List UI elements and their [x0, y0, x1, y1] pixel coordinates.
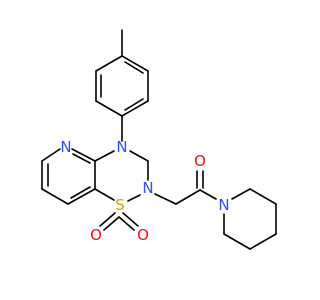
atom-n-piperidine: N: [218, 196, 229, 214]
bond-pyr-c4-c4a: [67, 188, 96, 205]
bond-pip-5: [249, 188, 277, 205]
bond-s-o-left-1: [99, 212, 116, 227]
atom-s-sulfonyl: S: [115, 196, 125, 214]
bond-pip-2: [223, 233, 251, 250]
atom-o-sulfonyl-left: O: [90, 226, 102, 244]
atom-o-sulfonyl-right: O: [137, 226, 149, 244]
atom-labels: N N N S O O O N: [60, 138, 229, 244]
bond-benzene-double-b: [124, 98, 144, 111]
bond-pip-3: [249, 233, 277, 250]
bond-ch2-carbonyl: [175, 189, 201, 205]
bonds: [41, 29, 277, 250]
bond-s-c4a: [94, 188, 115, 201]
bond-s-o-right-1: [118, 216, 135, 231]
bond-pyr-c3-c4: [41, 188, 69, 205]
bond-benzene-6: [121, 55, 149, 72]
atom-o-carbonyl: O: [194, 152, 206, 170]
bond-s-o-left-2: [103, 216, 120, 231]
bond-pyr-n-c2: [41, 148, 61, 162]
atom-n-ring: N: [116, 138, 127, 156]
bond-pyr-double-b: [70, 186, 91, 199]
bond-carbonyl-n: [199, 189, 217, 200]
bond-n4-ch2: [129, 150, 149, 162]
molecule-drawing: N N N S O O O N: [41, 29, 277, 250]
structure-svg: N N N S O O O N: [41, 29, 277, 250]
bond-pip-6: [231, 188, 251, 200]
bond-benzene-1: [95, 55, 123, 72]
atom-n-pyridine: N: [60, 138, 71, 156]
atom-n-sulfonamide: N: [142, 179, 153, 197]
bond-n2-s: [127, 194, 141, 202]
bond-n2-ch2-chain: [154, 193, 177, 205]
bond-benzene-3: [95, 100, 123, 117]
bond-c8a-n4: [94, 150, 115, 162]
bond-benzene-4: [121, 100, 149, 117]
bond-pyr-n-c8a: [71, 148, 96, 162]
bond-benzene-double-c: [124, 61, 144, 74]
bond-s-o-right-2: [122, 212, 139, 227]
bond-pyr-double-c: [72, 153, 91, 164]
